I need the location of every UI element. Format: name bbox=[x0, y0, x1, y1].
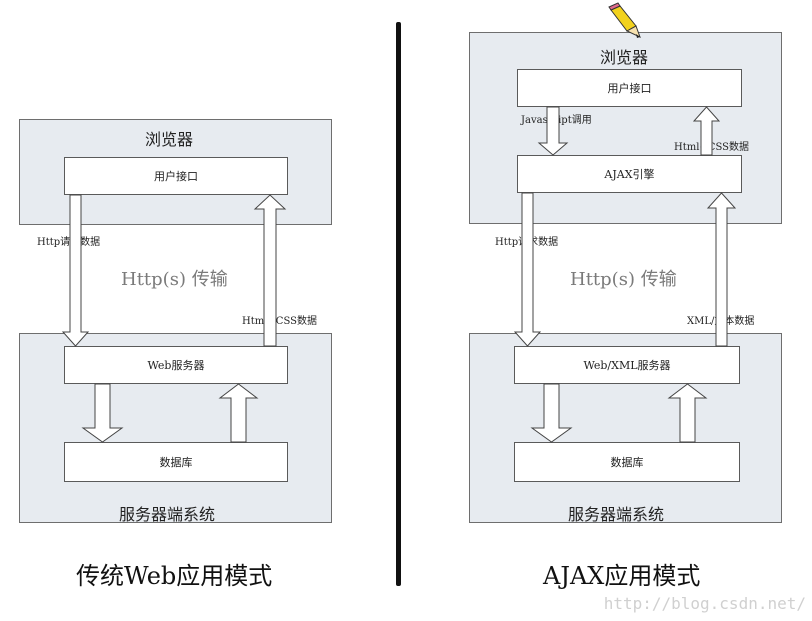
left-db-box: 数据库 bbox=[64, 442, 288, 482]
right-server-to-db-arrow bbox=[530, 383, 573, 443]
right-caption: AJAX应用模式 bbox=[543, 562, 701, 590]
right-js-call-arrow bbox=[537, 106, 569, 156]
left-caption: 传统Web应用模式 bbox=[76, 562, 273, 590]
right-request-arrow bbox=[513, 192, 542, 347]
right-ui-box: 用户接口 bbox=[517, 69, 742, 107]
left-request-label: Http请求数据 bbox=[37, 237, 101, 248]
left-response-arrow bbox=[253, 194, 287, 347]
right-server-system-title: 服务器端系统 bbox=[568, 505, 665, 524]
left-response-label: Html+CSS数据 bbox=[242, 316, 317, 327]
right-html-css-arrow bbox=[692, 106, 721, 156]
right-db-to-server-arrow bbox=[667, 383, 708, 443]
left-db-to-server-arrow bbox=[218, 383, 259, 443]
left-server-to-db-arrow bbox=[81, 383, 124, 443]
left-transfer-label: Http(s) 传输 bbox=[121, 269, 228, 290]
pencil-icon bbox=[608, 2, 641, 38]
right-engine-box: AJAX引擎 bbox=[517, 155, 742, 193]
left-ui-box: 用户接口 bbox=[64, 157, 288, 195]
right-xml-arrow bbox=[706, 192, 737, 347]
right-transfer-label: Http(s) 传输 bbox=[570, 269, 677, 290]
right-server-box: Web/XML服务器 bbox=[514, 346, 740, 384]
right-db-box: 数据库 bbox=[514, 442, 740, 482]
left-server-system-title: 服务器端系统 bbox=[119, 505, 216, 524]
watermark-url: http://blog.csdn.net/ bbox=[603, 594, 806, 613]
left-server-box: Web服务器 bbox=[64, 346, 288, 384]
right-browser-title: 浏览器 bbox=[600, 48, 649, 67]
center-divider bbox=[396, 22, 401, 586]
left-browser-title: 浏览器 bbox=[145, 130, 194, 149]
left-request-arrow bbox=[61, 194, 90, 347]
